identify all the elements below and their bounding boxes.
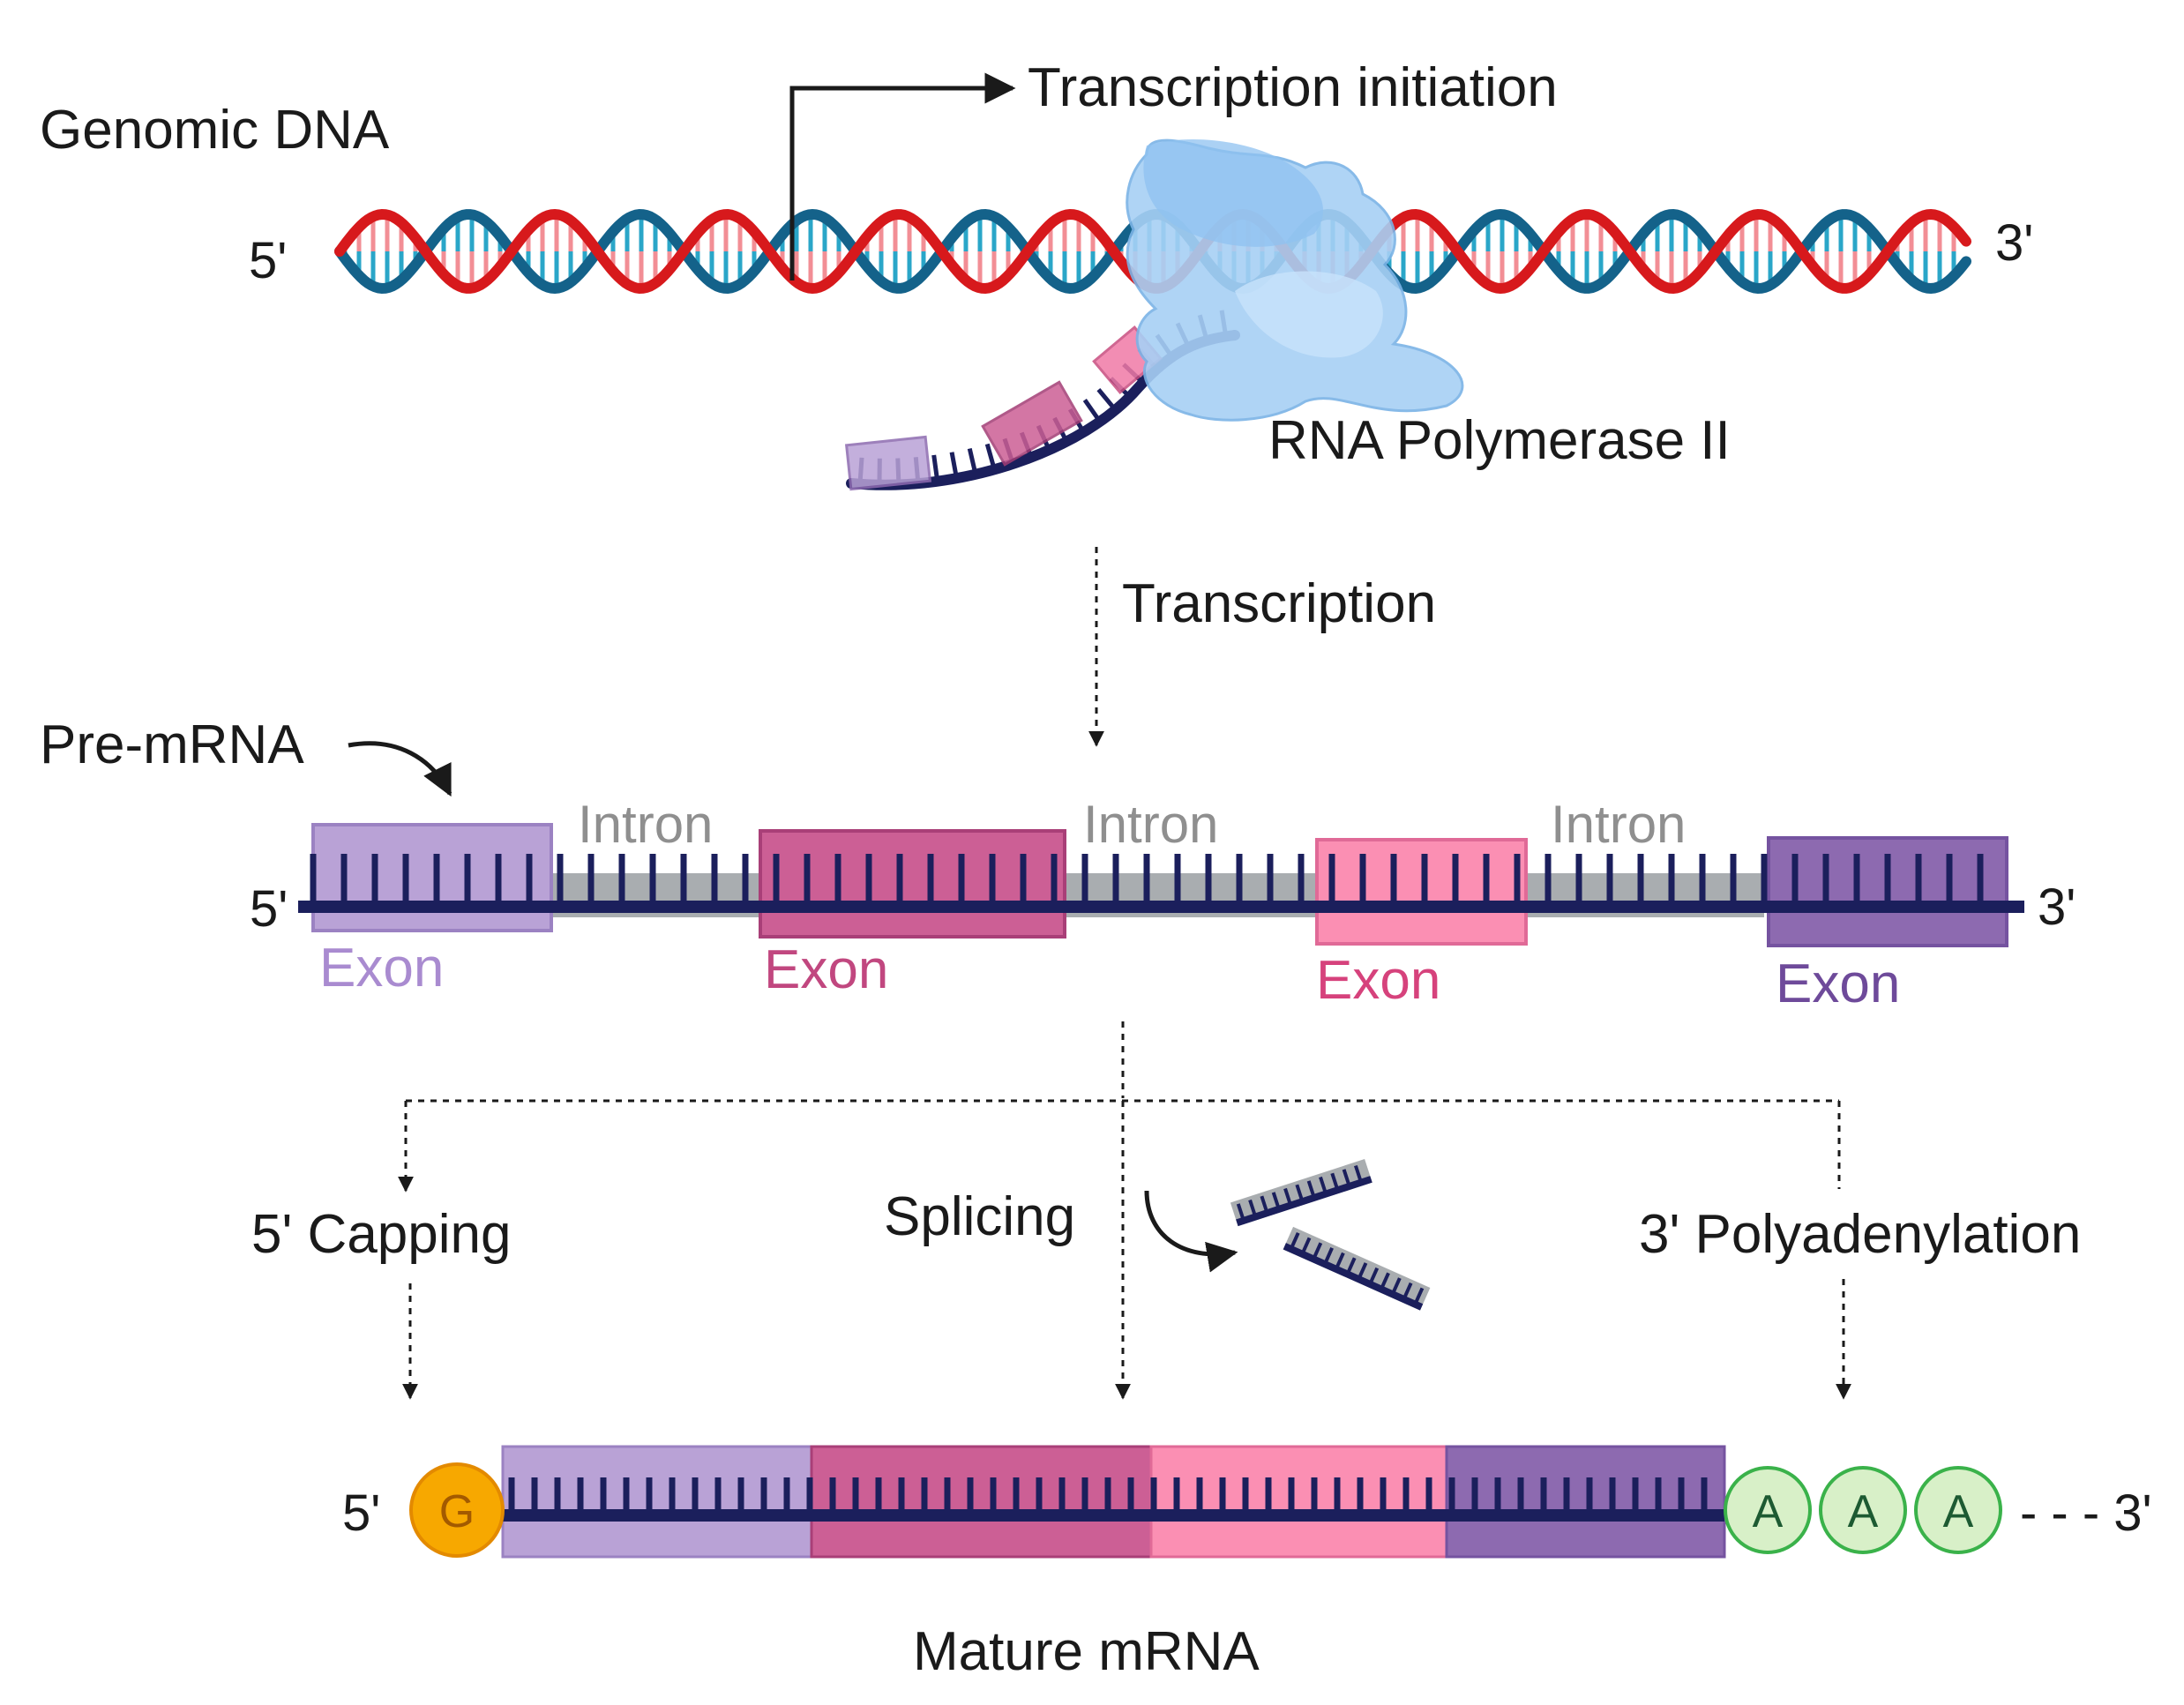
exon-label-1: Exon (319, 938, 444, 998)
mature-mrna-label: Mature mRNA (913, 1621, 1260, 1682)
mature-mrna-strand (501, 1445, 1726, 1559)
nascent-exon-magenta (981, 380, 1083, 467)
transcription-initiation-label: Transcription initiation (1028, 57, 1558, 118)
pre-5prime-label: 5' (250, 880, 288, 938)
exon-label-2: Exon (764, 939, 888, 1000)
genomic-dna-label: Genomic DNA (40, 100, 390, 161)
exon-label-4: Exon (1776, 953, 1900, 1014)
poly-a-2-label: A (1848, 1486, 1879, 1537)
intron-label-3: Intron (1551, 795, 1686, 854)
five-prime-cap: G (409, 1462, 505, 1558)
mature-5prime-label: 5' (342, 1484, 380, 1542)
mature-exon-3 (1149, 1445, 1448, 1559)
dna-5prime-label: 5' (249, 232, 287, 289)
nascent-exon-purple (844, 435, 932, 491)
rna-polymerase-ii (1126, 138, 1464, 422)
splicing-curved-arrow (1144, 1190, 1238, 1273)
pre-exon-1 (311, 823, 553, 932)
transcription-label: Transcription (1122, 573, 1436, 634)
dna-3prime-label: 3' (1995, 214, 2033, 272)
poly-a-3-label: A (1943, 1486, 1974, 1537)
intron-label-1: Intron (578, 795, 713, 854)
pre-3prime-label: 3' (2038, 879, 2076, 936)
intron-label-2: Intron (1083, 795, 1218, 854)
mature-tail-label: - - - 3' (2020, 1484, 2152, 1542)
mature-exon-2 (810, 1445, 1153, 1559)
cap-g-label: G (439, 1486, 475, 1537)
processing-arrows (398, 1021, 1851, 1400)
splicing-label: Splicing (884, 1186, 1075, 1247)
polyadenylation-label: 3' Polyadenylation (1639, 1204, 2081, 1265)
exon-label-3: Exon (1316, 950, 1440, 1011)
pre-mrna-pointer-arrow (348, 741, 453, 797)
pre-mrna-label: Pre-mRNA (40, 714, 304, 775)
excised-intron-1 (1230, 1159, 1372, 1227)
poly-a-1-label: A (1753, 1486, 1784, 1537)
pre-exon-2 (759, 829, 1066, 938)
rna-polymerase-label: RNA Polymerase II (1268, 410, 1731, 471)
transcription-initiation-arrow (789, 72, 1016, 280)
poly-a-tail: A A A (1724, 1466, 2002, 1554)
excised-intron-2 (1283, 1226, 1431, 1311)
capping-label: 5' Capping (251, 1204, 512, 1265)
pre-mrna-strand (298, 823, 2024, 947)
